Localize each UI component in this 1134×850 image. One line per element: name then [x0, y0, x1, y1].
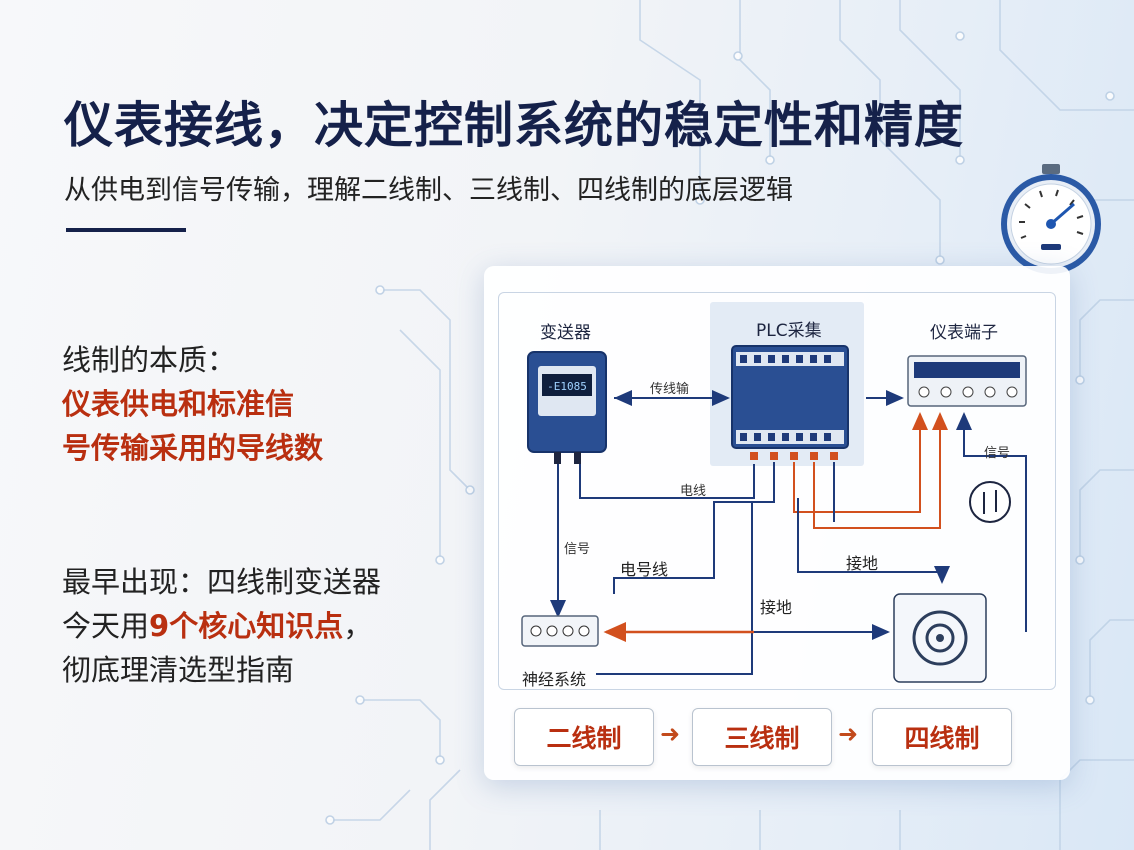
pressure-gauge-icon — [1001, 164, 1101, 274]
signal-label-right: 信号 — [984, 446, 1011, 461]
current-loop-icon — [969, 481, 1011, 523]
title-divider — [66, 228, 186, 232]
power-wire-label: 电线 — [680, 484, 707, 499]
wiring-diagram: -E1085 — [521, 345, 1027, 683]
essence-line-1: 仪表供电和标准信 — [62, 387, 295, 421]
today-highlight: 9个核心知识点 — [149, 609, 344, 643]
wire-type-two[interactable]: 二线制 — [514, 708, 654, 766]
transmitter-label: 变送器 — [540, 323, 591, 343]
today-prefix: 今天用 — [62, 609, 150, 643]
page-title: 仪表接线，决定控制系统的稳定性和精度 — [64, 97, 965, 154]
wire-type-four[interactable]: 四线制 — [872, 708, 1012, 766]
ground-label-2: 接地 — [760, 598, 793, 617]
page-subtitle: 从供电到信号传输，理解二线制、三线制、四线制的底层逻辑 — [64, 175, 793, 206]
essence-label: 线制的本质： — [62, 343, 237, 377]
nerve-system-terminal-icon — [521, 615, 599, 647]
transmit-label: 传线输 — [650, 382, 690, 397]
signal-label-left: 信号 — [564, 542, 591, 557]
today-line: 今天用9个核心知识点， — [62, 604, 381, 648]
arrow-right-icon: ➜ — [838, 720, 859, 748]
origin-line: 最早出现：四线制变送器 — [62, 565, 382, 599]
transmitter-icon: -E1085 — [527, 351, 607, 464]
nerve-system-label: 神经系统 — [522, 670, 587, 689]
signal-wire-label: 电号线 — [620, 560, 669, 579]
guide-line: 彻底理清选型指南 — [62, 653, 295, 687]
essence-block: 线制的本质： 仪表供电和标准信 号传输采用的导线数 — [62, 338, 323, 470]
today-suffix: ， — [343, 609, 373, 643]
ground-label-1: 接地 — [846, 554, 879, 573]
transmitter-display: -E1085 — [547, 380, 587, 393]
terminal-label: 仪表端子 — [930, 323, 998, 343]
essence-line-2: 号传输采用的导线数 — [62, 431, 324, 465]
intro-block: 最早出现：四线制变送器 今天用9个核心知识点， 彻底理清选型指南 — [62, 560, 381, 692]
diagram-frame — [498, 292, 1056, 690]
wire-type-three[interactable]: 三线制 — [692, 708, 832, 766]
ground-device-icon — [893, 593, 987, 683]
arrow-right-icon: ➜ — [660, 720, 681, 748]
wiring-diagram-card: -E1085 — [484, 266, 1070, 780]
terminal-block-icon — [907, 355, 1027, 407]
plc-label: PLC采集 — [756, 321, 822, 341]
plc-module-icon — [731, 345, 849, 460]
